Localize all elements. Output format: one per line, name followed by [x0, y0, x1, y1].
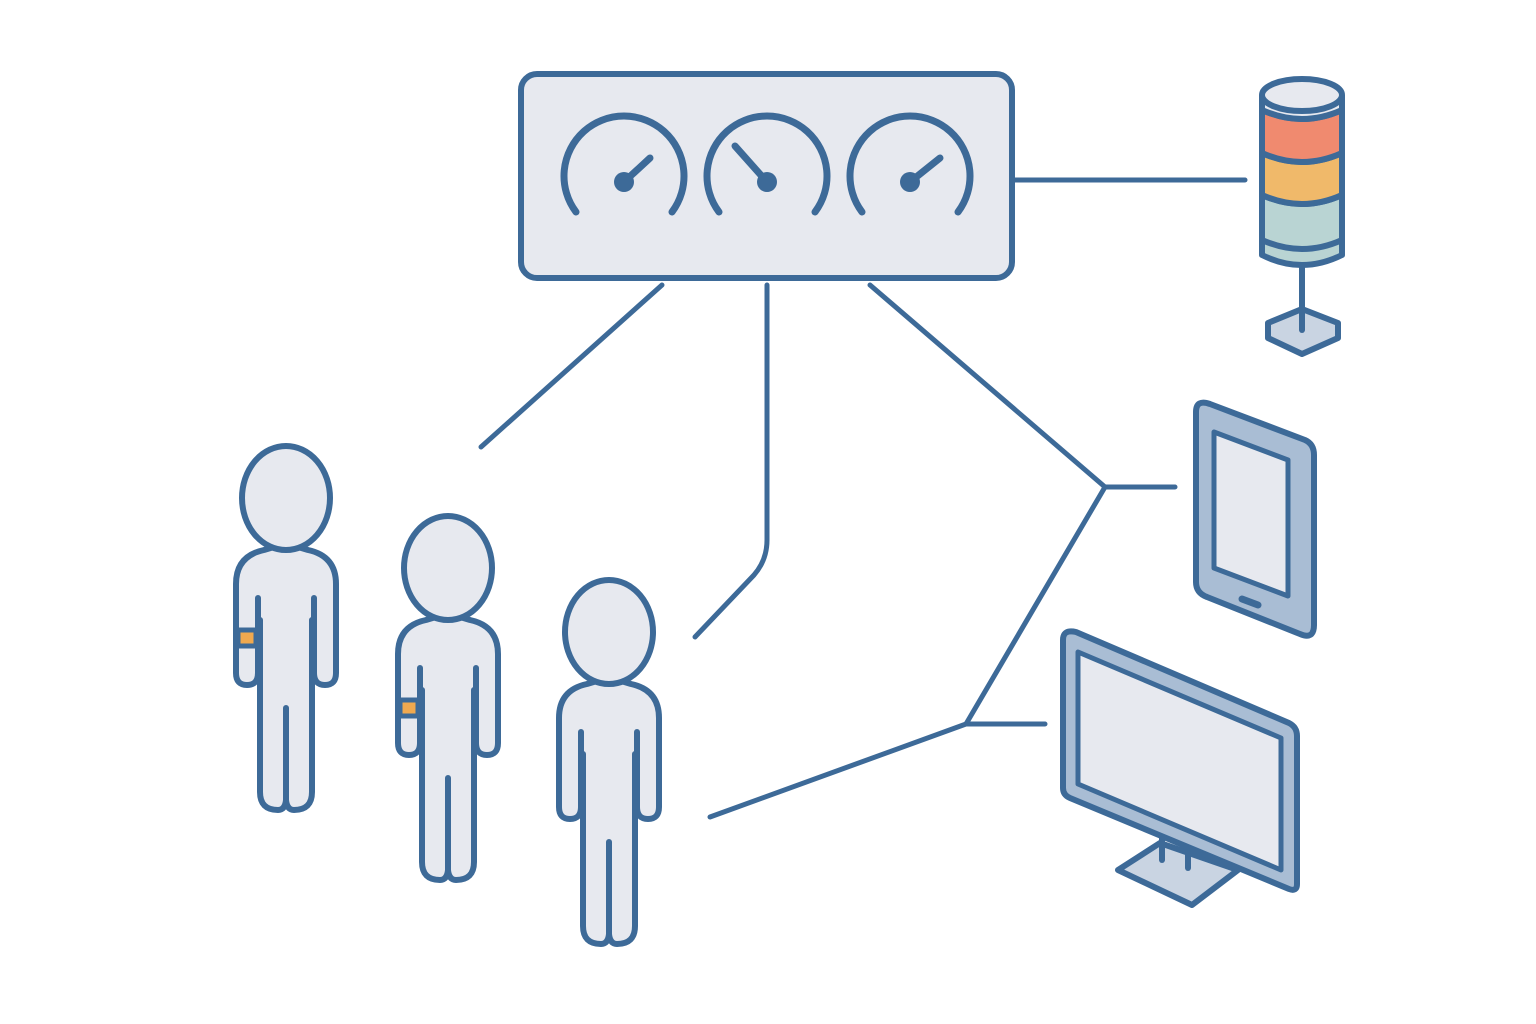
- gauge-1-icon: [564, 116, 684, 212]
- computer-monitor-icon: [1060, 628, 1300, 908]
- tablet-icon: [1193, 399, 1317, 639]
- signal-tower-light-icon: [1259, 76, 1345, 357]
- link-workers-monitor: [707, 721, 969, 820]
- gauge-2-icon: [707, 116, 827, 212]
- link-panel-devices: [867, 282, 1178, 490]
- worker-3: [559, 580, 659, 944]
- worker-1: [236, 446, 336, 810]
- link-panel-workers-b: [692, 282, 770, 640]
- gauge-panel: [518, 71, 1015, 281]
- worker-2: [398, 516, 498, 880]
- link-panel-workers-a: [478, 282, 665, 450]
- worker-group-icon: [236, 446, 659, 944]
- connection-lines: [478, 177, 1248, 820]
- gauge-3-icon: [850, 116, 970, 212]
